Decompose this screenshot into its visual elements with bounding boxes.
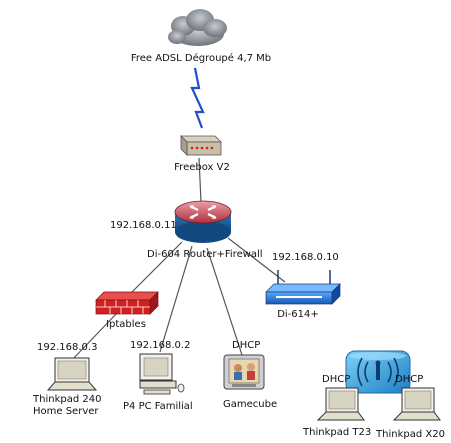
router-label: Di-604 Router+Firewall xyxy=(147,249,263,260)
cloud-icon xyxy=(168,9,227,46)
server-name: Thinkpad 240 xyxy=(32,394,101,405)
wan-link-bolt xyxy=(190,67,205,129)
laptop-icon xyxy=(392,387,441,421)
access-point-label: Di-614+ xyxy=(277,309,319,320)
firewall-label: Iptables xyxy=(106,319,146,330)
modem-icon xyxy=(180,135,222,156)
gamecube-icon xyxy=(223,354,265,390)
server-ip: 192.168.0.3 xyxy=(37,342,97,353)
link-firewall-server xyxy=(71,311,119,361)
link-modem-router xyxy=(198,157,202,203)
pc-ip: 192.168.0.2 xyxy=(130,340,190,351)
link-router-gamecube xyxy=(206,247,243,356)
internet-label: Free ADSL Dégroupé 4,7 Mb xyxy=(131,52,271,64)
modem-label: Freebox V2 xyxy=(174,162,230,173)
link-router-pc xyxy=(159,245,193,353)
t23-ip: DHCP xyxy=(322,374,350,385)
laptop-icon xyxy=(316,387,365,421)
connection-lines xyxy=(71,157,286,361)
wireless-hub-icon xyxy=(345,350,411,394)
desktop-pc-icon xyxy=(139,353,185,395)
access-point-icon xyxy=(265,270,341,305)
link-router-access-point xyxy=(227,237,286,283)
t23-name: Thinkpad T23 xyxy=(302,427,371,438)
x20-name: Thinkpad X20 xyxy=(375,429,445,440)
gamecube-ip: DHCP xyxy=(232,340,260,351)
router-ip: 192.168.0.11 xyxy=(110,220,177,231)
link-router-firewall xyxy=(131,241,183,293)
router-icon xyxy=(174,200,232,243)
laptop-icon xyxy=(46,357,98,391)
gamecube-name: Gamecube xyxy=(223,399,277,410)
firewall-icon xyxy=(95,291,159,315)
pc-name: P4 PC Familial xyxy=(123,401,193,412)
server-role: Home Server xyxy=(33,406,99,417)
x20-ip: DHCP xyxy=(395,374,423,385)
access-point-ip: 192.168.0.10 xyxy=(272,252,339,263)
